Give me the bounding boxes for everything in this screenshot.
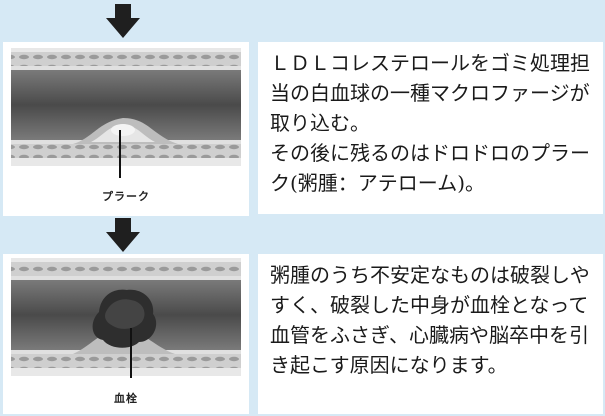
thrombus-vessel-diagram bbox=[11, 258, 241, 378]
plaque-description: ＬＤＬコレステロールをゴミ処理担当の白血球の一種マクロファージが取り込む。 その… bbox=[270, 51, 590, 195]
thrombus-illustration: 血栓 bbox=[3, 254, 249, 414]
plaque-illustration: プラーク bbox=[3, 42, 249, 216]
plaque-vessel-diagram bbox=[11, 48, 241, 178]
thrombus-description: 粥腫のうち不安定なものは破裂しやすく、破裂した中身が血栓となって血管をふさぎ、心… bbox=[270, 263, 590, 377]
down-arrow-icon bbox=[106, 218, 140, 252]
plaque-label: プラーク bbox=[102, 190, 150, 203]
thrombus-description-box: 粥腫のうち不安定なものは破裂しやすく、破裂した中身が血栓となって血管をふさぎ、心… bbox=[258, 254, 603, 414]
down-arrow-icon bbox=[106, 4, 140, 38]
thrombus-label: 血栓 bbox=[114, 392, 138, 405]
plaque-description-box: ＬＤＬコレステロールをゴミ処理担当の白血球の一種マクロファージが取り込む。 その… bbox=[258, 42, 603, 214]
